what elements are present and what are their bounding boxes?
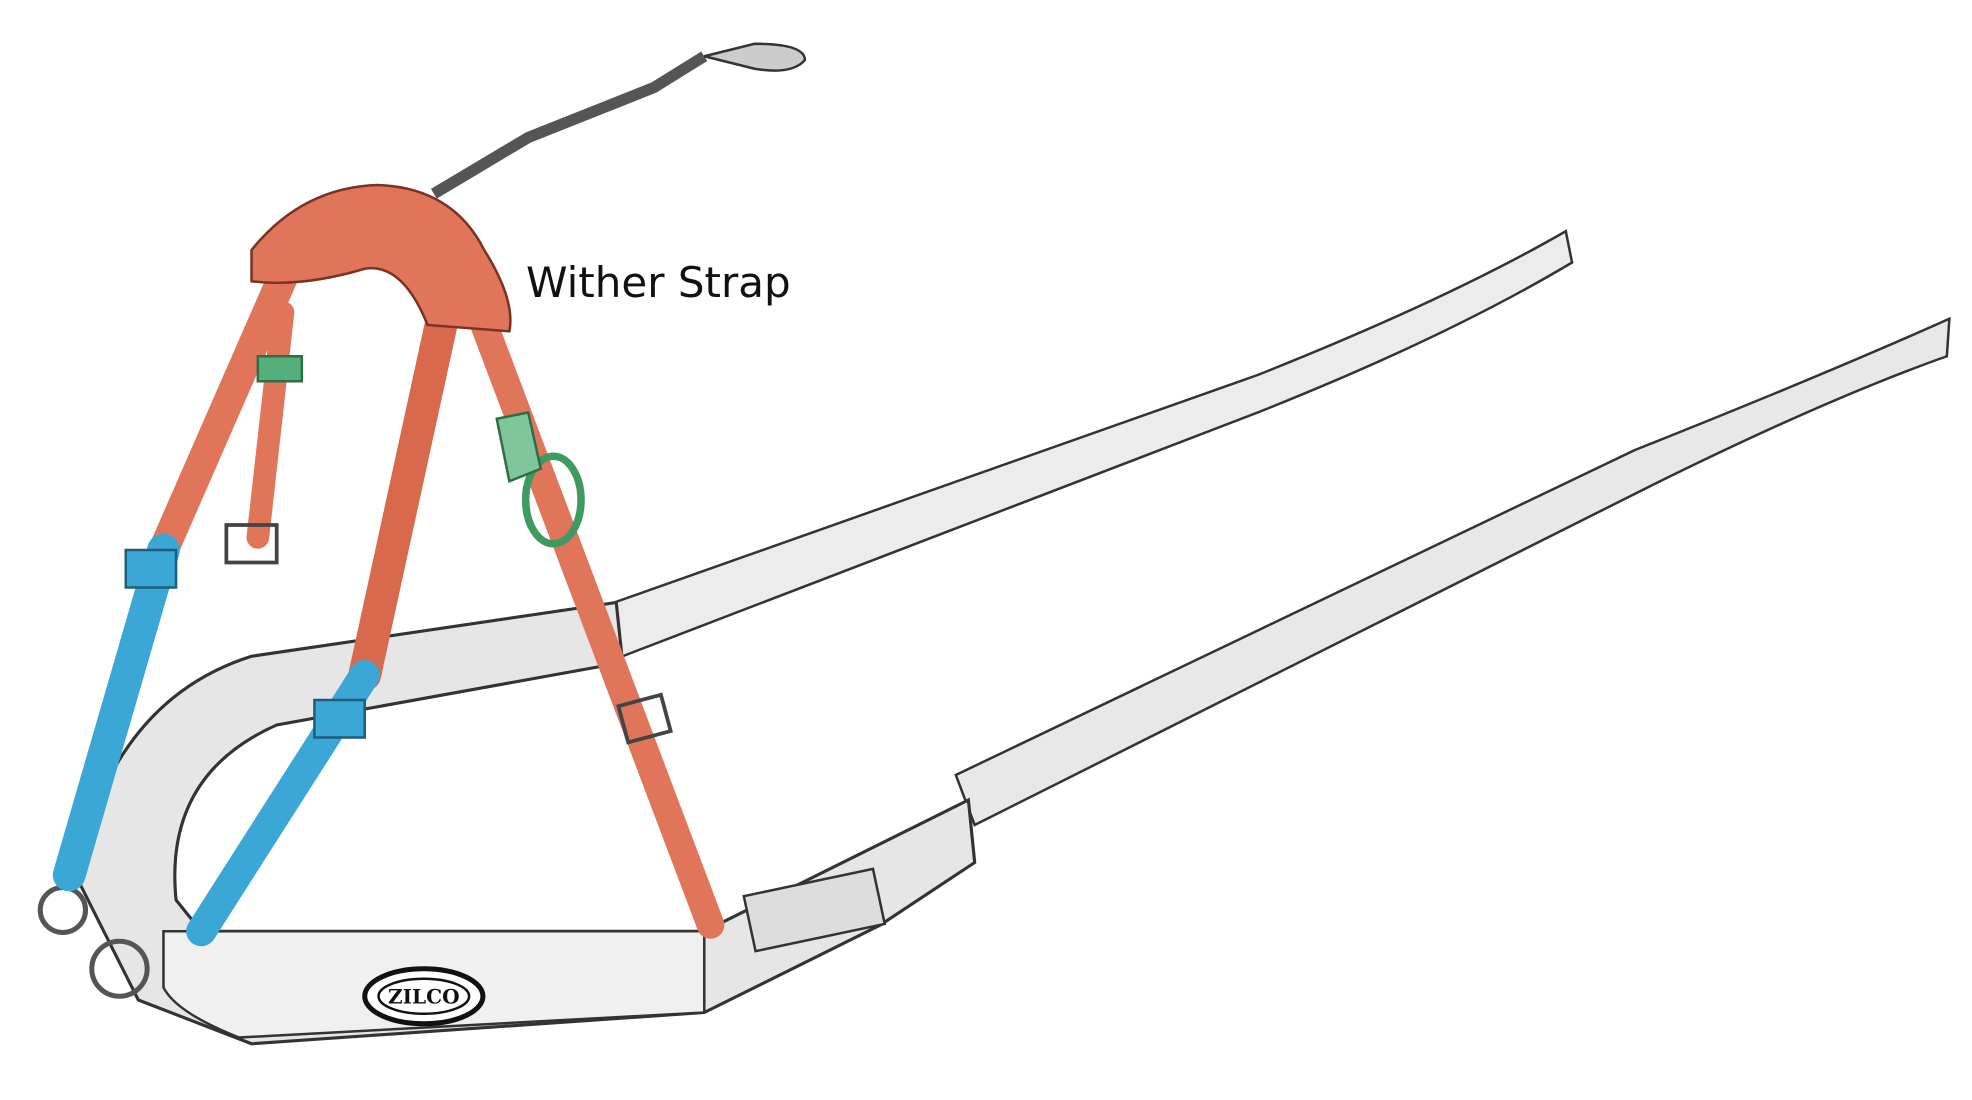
back-belt-strap (602, 229, 1574, 658)
wither-strap-label: Wither Strap (526, 258, 791, 307)
green-keeper (256, 355, 304, 383)
center-strap (348, 283, 463, 692)
left-shoulder-strap (148, 247, 305, 565)
inner-left-strap (246, 301, 295, 549)
wither-pad (250, 183, 512, 333)
buckle (616, 692, 673, 745)
left-strap-blue (52, 533, 180, 892)
d-ring-front (89, 938, 150, 999)
d-ring-left (37, 885, 89, 935)
lead-strap (430, 51, 708, 199)
belt-keeper (742, 867, 887, 953)
zilco-logo: ZILCO (362, 966, 486, 1027)
buckle (224, 523, 279, 565)
blue-buckle (124, 548, 178, 589)
snap-clip-icon (703, 42, 807, 72)
green-clip (495, 411, 585, 548)
front-belt-strap (954, 316, 1951, 827)
blue-buckle (313, 698, 366, 739)
svg-text:ZILCO: ZILCO (388, 985, 460, 1009)
